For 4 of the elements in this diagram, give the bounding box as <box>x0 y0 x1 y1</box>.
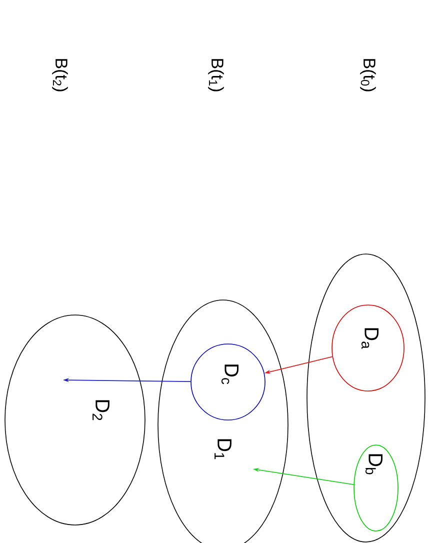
ellipse <box>306 254 426 542</box>
time-label: B(t$_{2}$) <box>52 59 68 92</box>
time-label: B(t$_{0}$) <box>360 59 376 92</box>
time-label: B(t$_{1}$) <box>208 59 224 92</box>
